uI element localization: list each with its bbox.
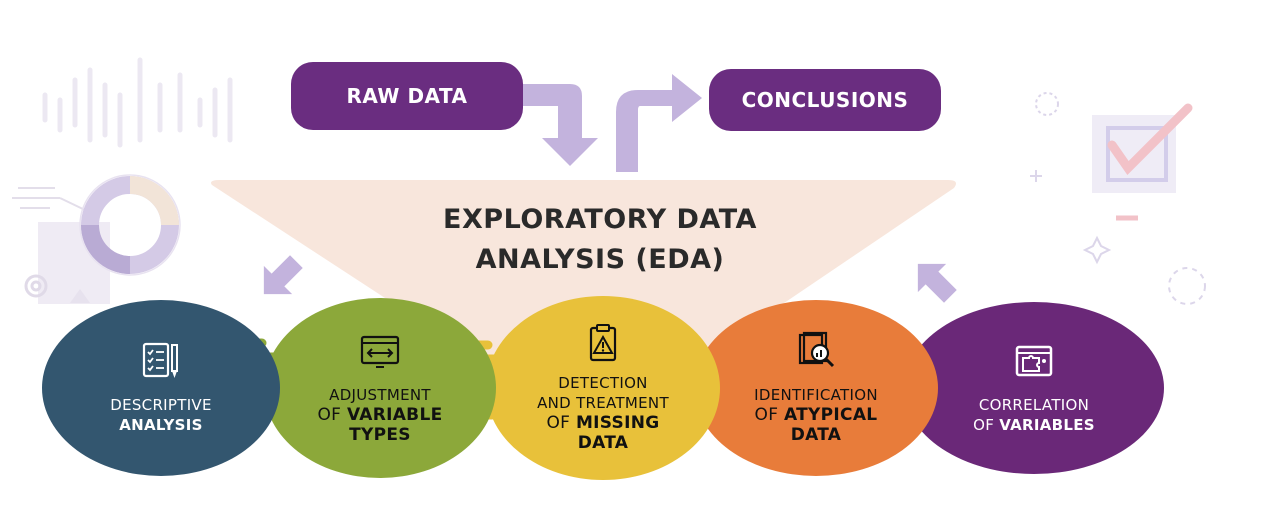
step-descriptive-line1: DESCRIPTIVE (110, 396, 212, 414)
step-detection-line4-text: DATA (577, 433, 629, 453)
page-title: EXPLORATORY DATA ANALYSIS (EDA) (400, 200, 800, 280)
conclusions-label: CONCLUSIONS (741, 88, 909, 112)
step-identification-line3: DATA (754, 425, 878, 445)
checklist-icon (142, 342, 178, 378)
step-correlation: CORRELATION OF VARIABLES (904, 302, 1164, 474)
gear-decoration (24, 274, 48, 298)
sparkle-decoration (1030, 92, 1206, 305)
window-arrows-icon (360, 335, 400, 368)
step-identification-line3-text: DATA (790, 425, 842, 445)
lines-decoration (12, 187, 86, 211)
step-detection-line2: AND TREATMENT (537, 394, 669, 412)
step-detection: DETECTION AND TREATMENT OF MISSING DATA (486, 296, 720, 480)
step-adjustment-prefix: OF (317, 405, 347, 425)
right-diagonal-arrow (917, 263, 957, 303)
step-adjustment-keyword: VARIABLE (346, 405, 443, 425)
raw-data-label: RAW DATA (346, 84, 468, 108)
step-identification-prefix: OF (754, 405, 785, 425)
step-identification-line1: IDENTIFICATION (754, 386, 878, 404)
clipboard-warning-icon (589, 324, 617, 362)
bar-chart-decoration (42, 57, 233, 148)
step-descriptive-text: DESCRIPTIVE ANALYSIS (110, 395, 212, 435)
step-adjustment-text: ADJUSTMENT OF VARIABLE TYPES (317, 385, 442, 445)
step-correlation-text: CORRELATION OF VARIABLES (973, 395, 1095, 435)
step-identification-keyword: ATYPICAL (784, 405, 878, 425)
checkbox-decoration (1092, 103, 1193, 221)
step-correlation-prefix: OF (973, 416, 1000, 434)
step-detection-prefix: OF (546, 413, 576, 433)
left-diagonal-arrow (263, 255, 303, 295)
step-correlation-line1: CORRELATION (978, 396, 1090, 414)
input-arrow (523, 84, 598, 166)
step-correlation-line2: OF VARIABLES (973, 415, 1095, 435)
funnel-shape (211, 180, 956, 360)
step-correlation-keyword: VARIABLES (999, 416, 1095, 434)
conclusions-box: CONCLUSIONS (709, 69, 941, 131)
step-adjustment-line3-text: TYPES (349, 425, 411, 445)
step-identification-text: IDENTIFICATION OF ATYPICAL DATA (754, 385, 878, 445)
step-descriptive: DESCRIPTIVE ANALYSIS (42, 300, 280, 476)
step-detection-line3: OF MISSING (537, 413, 669, 433)
puzzle-window-icon (1015, 345, 1053, 377)
step-adjustment-line2: OF VARIABLE (317, 405, 442, 425)
step-detection-keyword: MISSING (575, 413, 660, 433)
step-descriptive-keyword: ANALYSIS (119, 416, 203, 434)
step-adjustment-line3: TYPES (317, 425, 442, 445)
step-identification-line2: OF ATYPICAL (754, 405, 878, 425)
donut-chart-decoration (79, 174, 181, 276)
step-adjustment-line1: ADJUSTMENT (329, 386, 431, 404)
step-detection-line4: DATA (537, 433, 669, 453)
step-descriptive-line2: ANALYSIS (110, 415, 212, 435)
step-identification: IDENTIFICATION OF ATYPICAL DATA (694, 300, 938, 476)
magnifier-chart-icon (798, 331, 835, 368)
title-line-2: ANALYSIS (EDA) (475, 244, 725, 275)
raw-data-box: RAW DATA (291, 62, 523, 130)
step-adjustment: ADJUSTMENT OF VARIABLE TYPES (264, 298, 496, 478)
step-detection-line1: DETECTION (558, 374, 648, 392)
step-detection-text: DETECTION AND TREATMENT OF MISSING DATA (537, 373, 669, 453)
triangle-decoration (70, 289, 90, 303)
title-line-1: EXPLORATORY DATA (443, 204, 757, 235)
output-arrow (616, 74, 702, 172)
